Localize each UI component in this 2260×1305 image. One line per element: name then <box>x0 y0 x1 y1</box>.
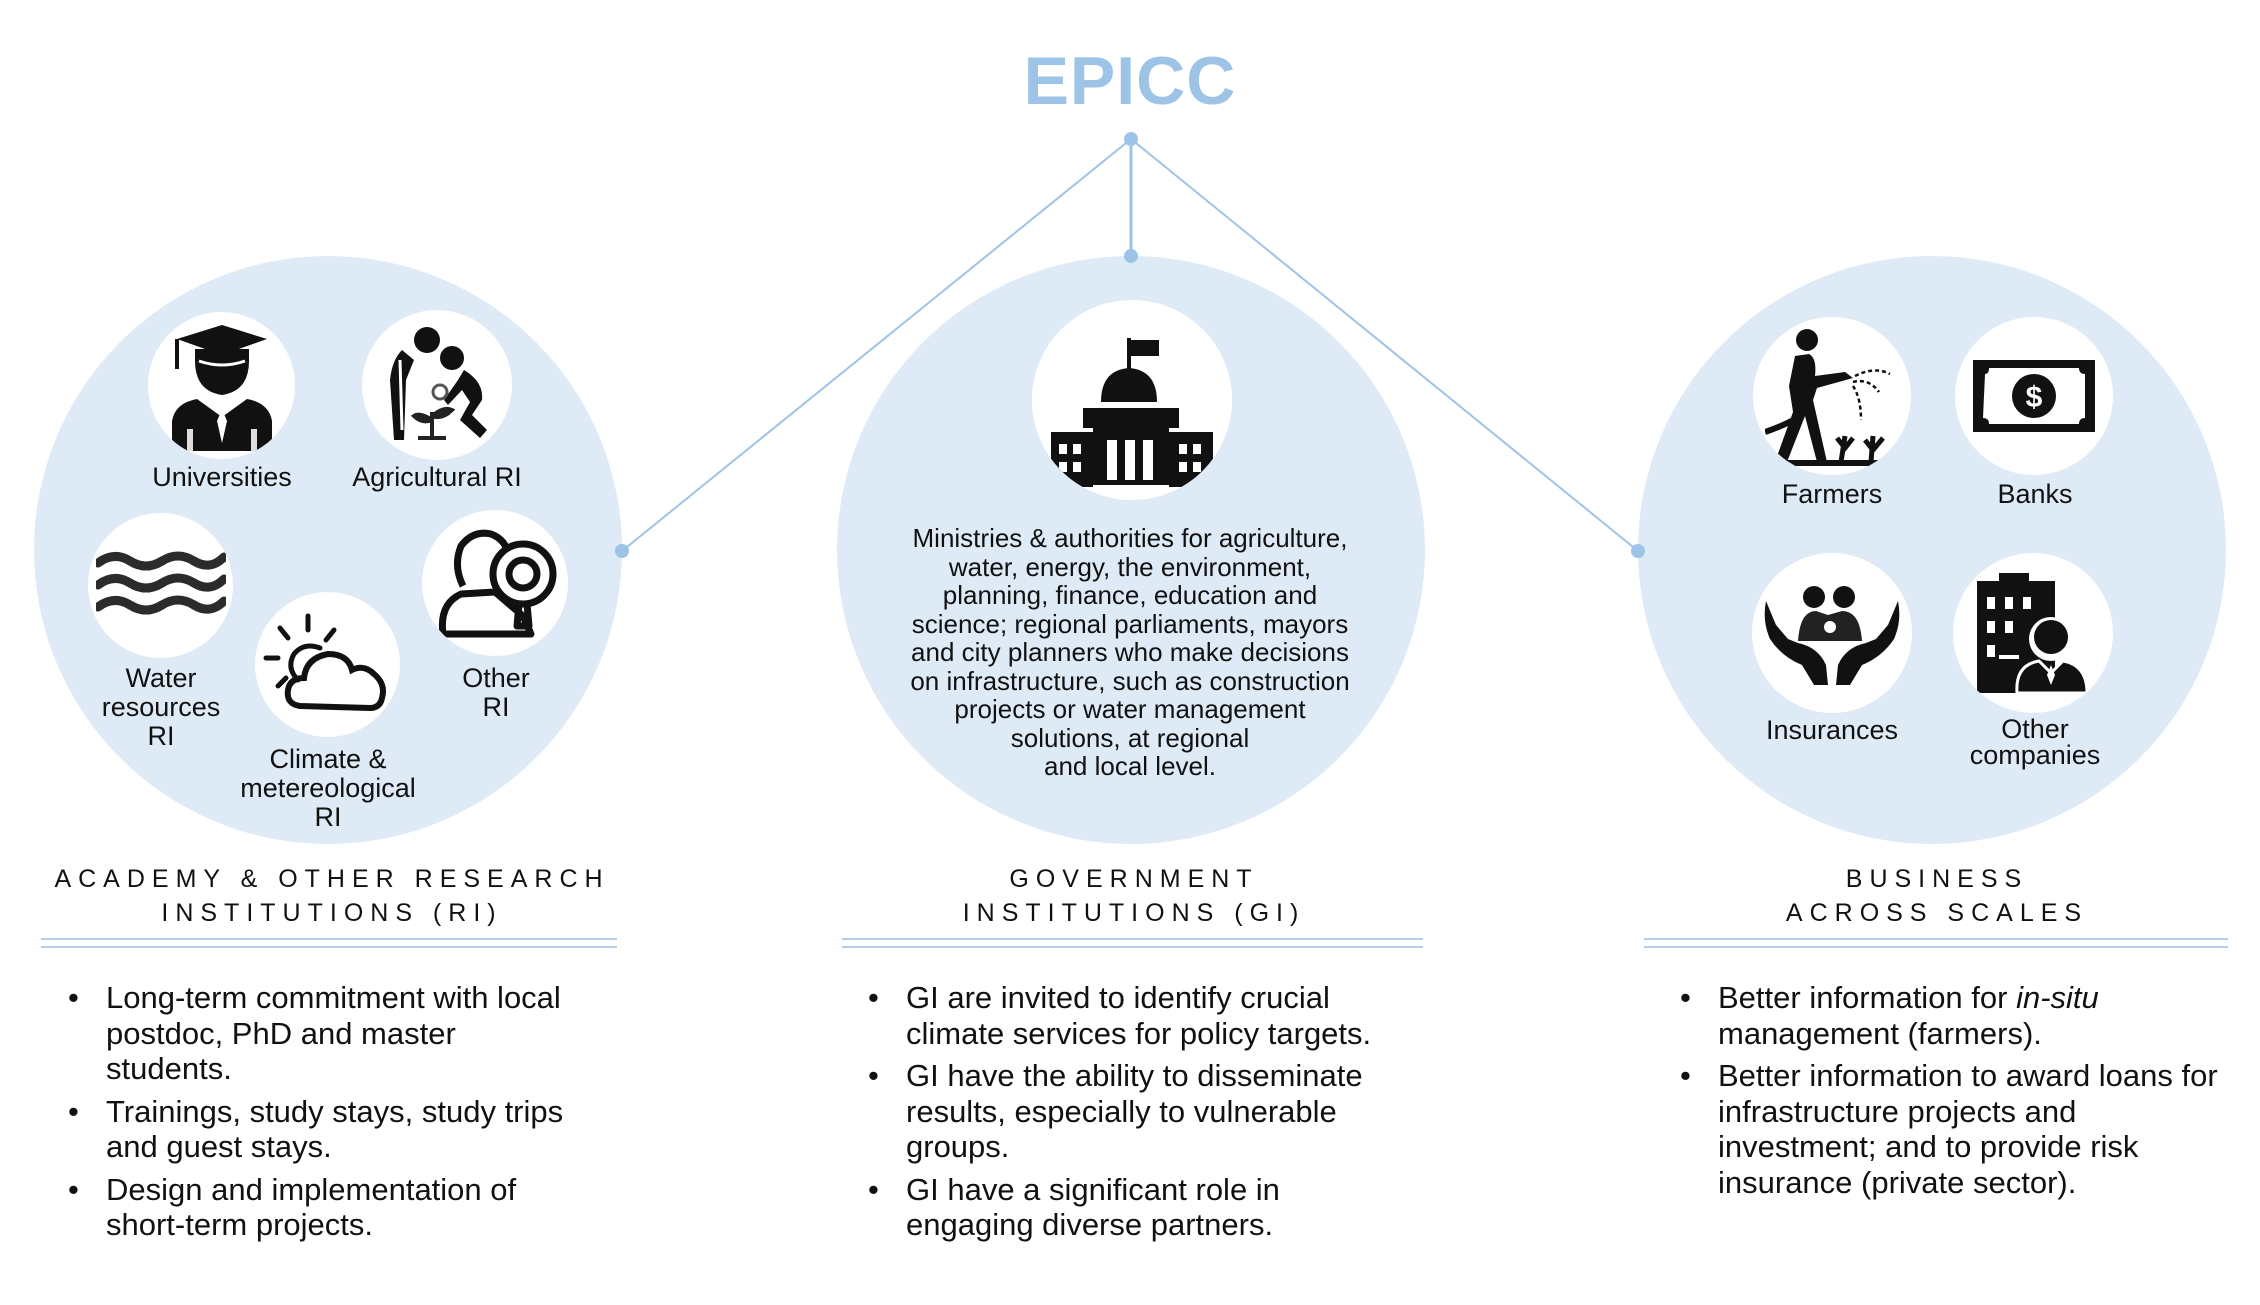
list-item: •GI are invited to identify crucial clim… <box>868 980 1372 1051</box>
banknote-dollar-icon: $ <box>1973 360 2095 432</box>
sun-cloud-icon <box>263 613 386 711</box>
universities-label: Universities <box>152 462 292 492</box>
list-item: •GI have the ability to disseminate resu… <box>868 1058 1363 1164</box>
list-item: •Better information to award loans for i… <box>1680 1058 2218 1200</box>
page-title: EPICC <box>1023 43 1237 119</box>
business-divider-top <box>1644 938 2228 940</box>
water-icon-circle <box>88 513 233 658</box>
svg-text:$: $ <box>2026 381 2043 414</box>
capitol-building-icon <box>1051 338 1213 487</box>
academy-divider-bottom <box>41 946 617 948</box>
graduate-icon <box>171 324 272 451</box>
list-item: •Long-term commitment with local postdoc… <box>68 980 561 1086</box>
banks-icon-circle: $ <box>1955 317 2113 475</box>
government-divider-bottom <box>842 946 1423 948</box>
other-companies-icon-circle <box>1953 553 2113 713</box>
farmers-label: Farmers <box>1781 479 1883 509</box>
government-heading: GOVERNMENT INSTITUTIONS (GI) <box>962 865 1306 927</box>
business-circle <box>1638 256 2226 844</box>
government-icon-circle <box>1032 300 1232 500</box>
business-bullet-list: •Better information for in-situ manageme… <box>1680 980 2220 1207</box>
farmers-icon-circle <box>1753 317 1911 475</box>
other-ri-label: Other RI <box>462 663 530 722</box>
government-divider-top <box>842 938 1423 940</box>
business-heading: BUSINESS ACROSS SCALES <box>1785 865 2089 927</box>
insurances-icon-circle <box>1752 553 1912 713</box>
climate-label: Climate & metereological RI <box>240 744 416 832</box>
list-item: •Better information for in-situ manageme… <box>1680 980 2099 1051</box>
agricultural-icon-circle <box>362 310 512 460</box>
researchers-plant-icon <box>390 327 487 440</box>
academy-heading: ACADEMY & OTHER RESEARCH INSTITUTIONS (R… <box>54 865 610 927</box>
farmer-watering-icon <box>1764 329 1895 466</box>
list-item: •Trainings, study stays, study trips and… <box>68 1093 564 1165</box>
banks-label: Banks <box>1997 479 2073 509</box>
climate-icon-circle <box>255 592 400 737</box>
universities-icon-circle <box>148 312 295 459</box>
agricultural-ri-label: Agricultural RI <box>352 462 522 492</box>
building-businessman-icon <box>1977 573 2089 693</box>
hands-family-icon <box>1764 585 1900 685</box>
insurances-label: Insurances <box>1765 715 1899 745</box>
water-resources-label: Water resources RI <box>101 663 221 751</box>
water-waves-icon <box>95 551 226 614</box>
list-item: •GI have a significant role in engaging … <box>868 1171 1280 1243</box>
academy-bullet-list: •Long-term commitment with local postdoc… <box>68 980 588 1250</box>
other-companies-label: Other companies <box>1969 714 2101 770</box>
academy-divider-top <box>41 938 617 940</box>
government-bullet-list: •GI are invited to identify crucial clim… <box>868 980 1408 1250</box>
government-description: Ministries & authorities for agriculture… <box>910 523 1350 781</box>
business-divider-bottom <box>1644 946 2228 948</box>
list-item: •Design and implementation of short-term… <box>68 1171 517 1243</box>
other-ri-icon-circle <box>422 510 568 656</box>
person-search-icon <box>438 529 556 637</box>
